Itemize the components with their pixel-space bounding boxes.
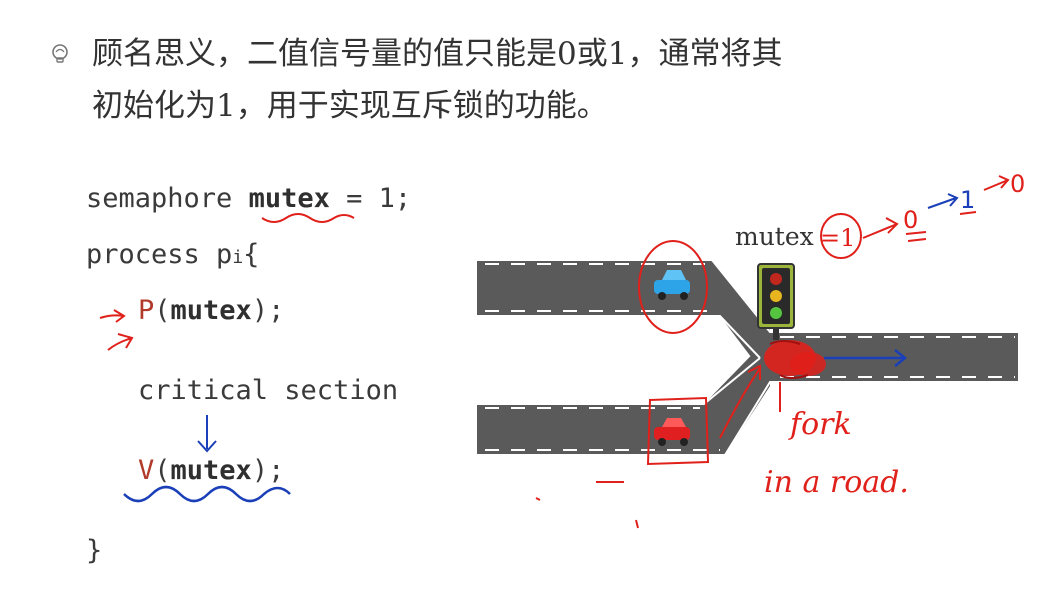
mutex-value-circle <box>820 213 862 259</box>
code-v-arg: mutex <box>170 455 252 486</box>
code-critical-section: critical section <box>138 375 399 406</box>
red-car-arrow <box>719 364 761 439</box>
value-one-text: 1 <box>960 186 975 214</box>
in-a-road-text: in a road. <box>764 465 909 500</box>
code-brace-open: { <box>243 239 260 270</box>
blue-car-circle <box>638 240 708 334</box>
code-mutex-var: mutex <box>248 183 330 214</box>
bullet-line-1: 顾名思义，二值信号量的值只能是0或1，通常将其 <box>92 36 783 72</box>
arrow-to-one <box>927 193 959 209</box>
code-line-v: V(mutex); <box>138 455 285 486</box>
code-line-process: process pi{ <box>86 239 259 270</box>
traffic-light-green <box>770 307 782 319</box>
red-car-box <box>646 396 710 466</box>
code-assign: = 1; <box>329 183 412 214</box>
code-brace-close: } <box>86 535 103 566</box>
traffic-light-pole <box>773 328 779 340</box>
code-p-call: P <box>138 295 155 326</box>
down-arrow-icon <box>197 415 217 453</box>
code-p-arg: mutex <box>170 295 252 326</box>
mutex-value-text: =1 <box>820 224 855 252</box>
value-zero-text: 0 <box>903 206 918 234</box>
arrow-to-zero <box>862 217 899 239</box>
red-car-icon <box>654 418 690 446</box>
arrow-to-zero-2 <box>983 175 1010 191</box>
forward-arrow-icon <box>824 349 908 367</box>
bullet-text: 顾名思义，二值信号量的值只能是0或1，通常将其 初始化为1，用于实现互斥锁的功能… <box>92 28 972 132</box>
mutex-underline <box>261 213 355 223</box>
lightbulb-icon <box>48 42 72 70</box>
zero-underline <box>905 231 927 242</box>
code-v-end: ); <box>251 455 285 486</box>
red-car-scribble <box>764 340 826 379</box>
mutex-label: mutex <box>735 222 814 251</box>
traffic-light-yellow <box>770 290 782 302</box>
value-zero-text-2: 0 <box>1010 170 1025 198</box>
blue-car-icon <box>654 270 690 300</box>
one-underline <box>959 211 977 215</box>
code-process: process p <box>86 239 233 270</box>
upper-road <box>477 260 770 382</box>
code-line-p: P(mutex); <box>138 295 285 326</box>
fork-text: fork <box>788 407 852 442</box>
code-keyword: semaphore <box>86 183 249 214</box>
v-underline-wave <box>123 485 291 503</box>
p-arrow-top <box>99 309 126 323</box>
traffic-light-red <box>770 273 782 285</box>
p-arrow-bottom <box>107 333 134 351</box>
code-line-semaphore: semaphore mutex = 1; <box>86 183 411 214</box>
code-p-end: ); <box>251 295 285 326</box>
stray-marks <box>535 481 639 529</box>
code-v-call: V <box>138 455 155 486</box>
road-edges <box>477 259 1018 456</box>
lower-road <box>477 336 770 455</box>
code-subscript: i <box>232 247 244 268</box>
bullet-line-2: 初始化为1，用于实现互斥锁的功能。 <box>92 88 608 124</box>
